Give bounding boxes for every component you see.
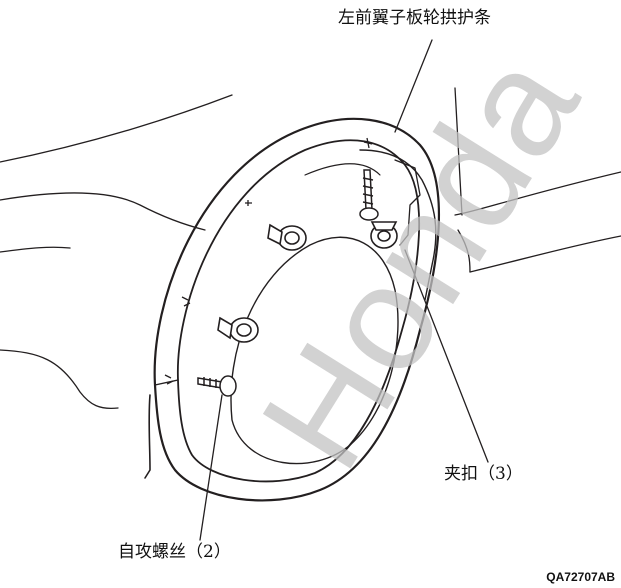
label-screw: 自攻螺丝（2） (118, 542, 231, 562)
leader-clip (404, 249, 489, 463)
inner-liner (359, 149, 437, 301)
wheel-shadow (304, 163, 381, 176)
screw-lower (197, 375, 237, 397)
install-marks (164, 137, 373, 385)
label-clip: 夹扣（3） (444, 464, 523, 484)
screw-upper (359, 169, 379, 221)
clip-right (370, 221, 398, 249)
flare-outer-edge (153, 117, 441, 502)
liner-bracket (394, 159, 421, 246)
bumper-edge (454, 171, 621, 216)
label-fender-flare: 左前翼子板轮拱护条 (338, 8, 491, 28)
flare-end-lip (154, 379, 179, 386)
body-line-curve (0, 192, 206, 231)
body-line-lower (0, 349, 119, 410)
wheel-outline (230, 236, 399, 465)
body-line-upper (0, 94, 233, 163)
door-edge-line (454, 87, 463, 216)
flare-inner-edge (176, 139, 421, 483)
bumper-inner (457, 229, 471, 273)
body-line-sill (0, 246, 71, 253)
figure-code: QA72707AB (546, 570, 615, 584)
flare-end-bottom (144, 394, 151, 479)
clip-upper (267, 223, 307, 251)
bumper-lower (469, 235, 621, 273)
clip-middle (217, 316, 259, 343)
leader-flare (394, 39, 433, 133)
leader-screw (199, 394, 223, 541)
